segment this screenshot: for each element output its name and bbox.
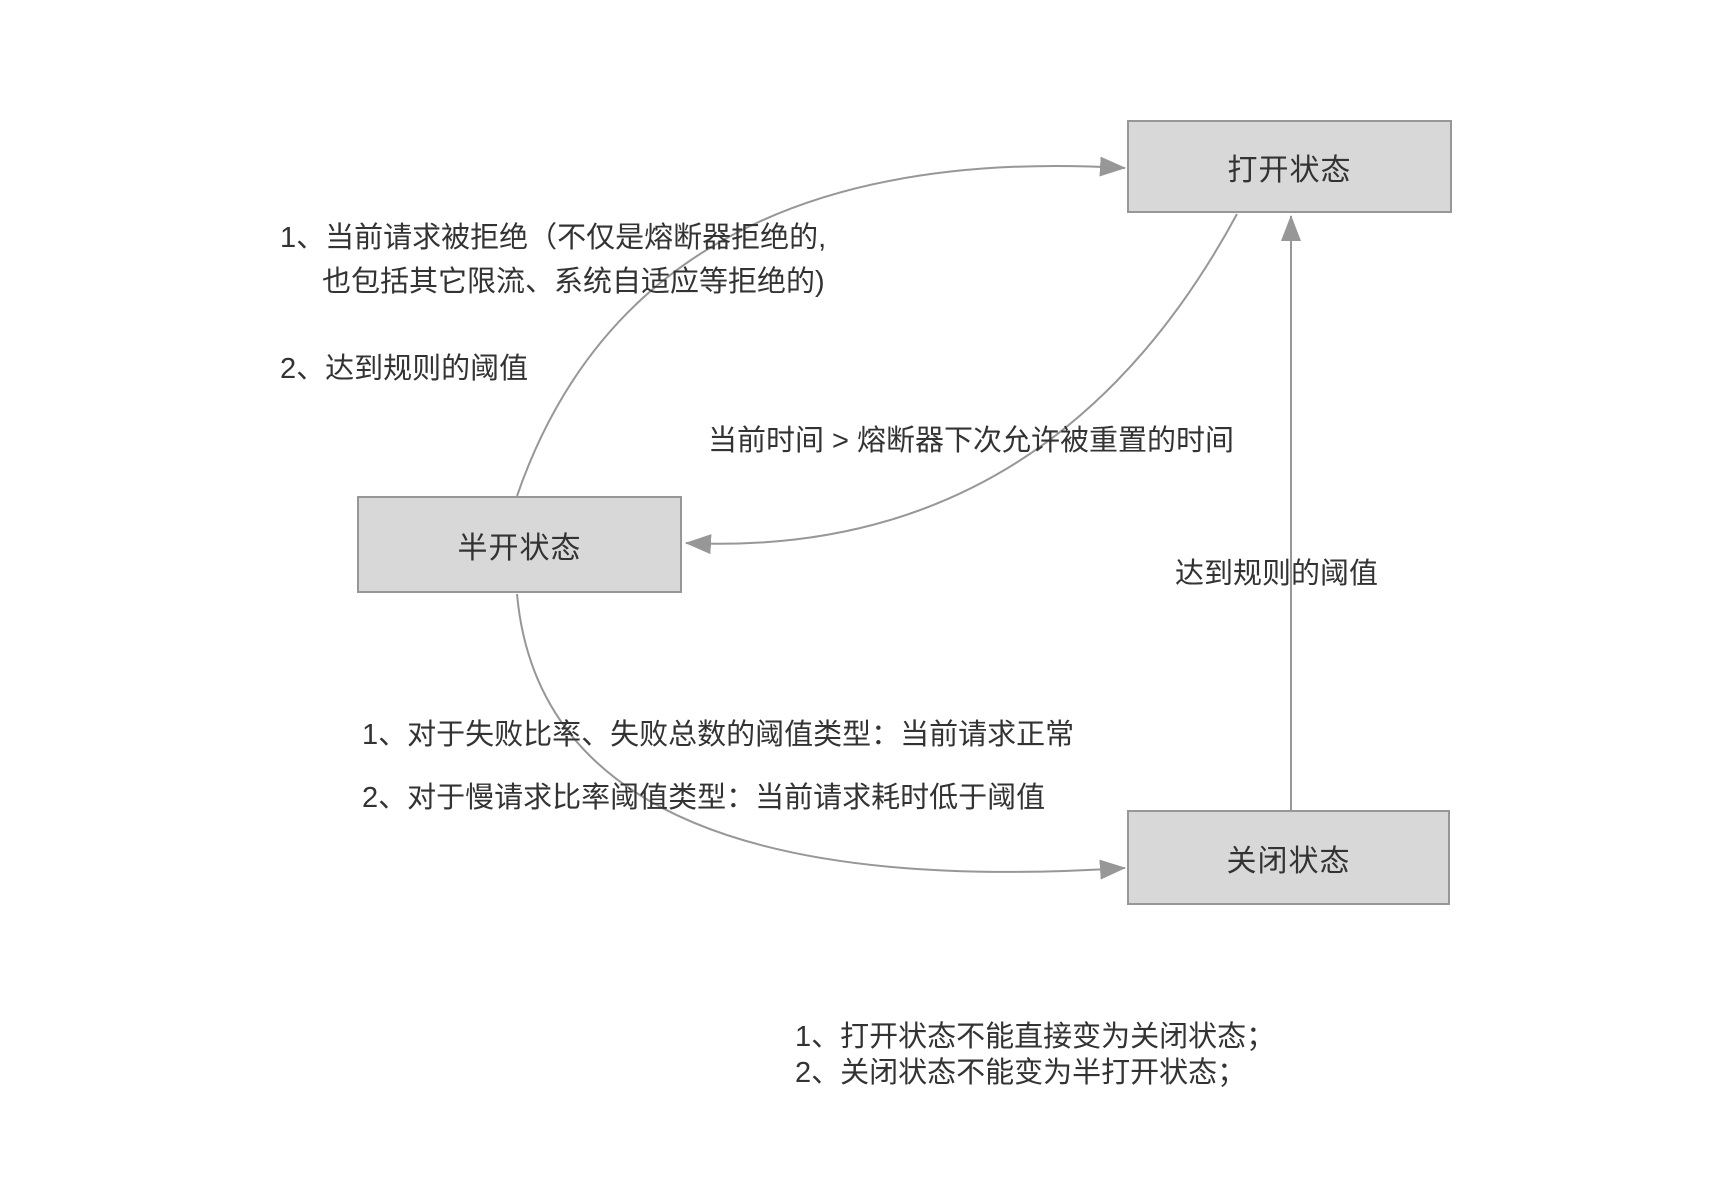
- footnote-line1: 1、打开状态不能直接变为关闭状态；: [795, 1021, 1276, 1053]
- node-half-open-state-label: 半开状态: [457, 531, 582, 565]
- node-closed-state: 关闭状态: [1127, 810, 1450, 905]
- annotation-failure-ratio-normal: 1、对于失败比率、失败总数的阈值类型：当前请求正常: [362, 719, 1075, 751]
- annotation-reach-rule-threshold: 2、达到规则的阈值: [280, 353, 529, 385]
- annotation-slow-request-below-threshold: 2、对于慢请求比率阈值类型：当前请求耗时低于阈值: [362, 782, 1046, 814]
- node-open-state: 打开状态: [1127, 120, 1452, 213]
- annotation-closed-to-open-threshold: 达到规则的阈值: [1175, 558, 1379, 590]
- annotation-reset-time-condition: 当前时间 > 熔断器下次允许被重置的时间: [708, 425, 1235, 457]
- annotation-request-rejected-line2: 也包括其它限流、系统自适应等拒绝的): [322, 266, 825, 298]
- edge-open-to-halfopen: [685, 213, 1238, 555]
- node-half-open-state: 半开状态: [357, 496, 682, 593]
- node-closed-state-label: 关闭状态: [1226, 844, 1351, 878]
- edge-halfopen-to-open: [516, 156, 1126, 497]
- annotation-request-rejected-line1: 1、当前请求被拒绝（不仅是熔断器拒绝的,: [280, 222, 827, 254]
- edge-halfopen-to-closed: [516, 593, 1126, 880]
- node-open-state-label: 打开状态: [1227, 153, 1352, 187]
- footnote-line2: 2、关闭状态不能变为半打开状态；: [795, 1057, 1247, 1089]
